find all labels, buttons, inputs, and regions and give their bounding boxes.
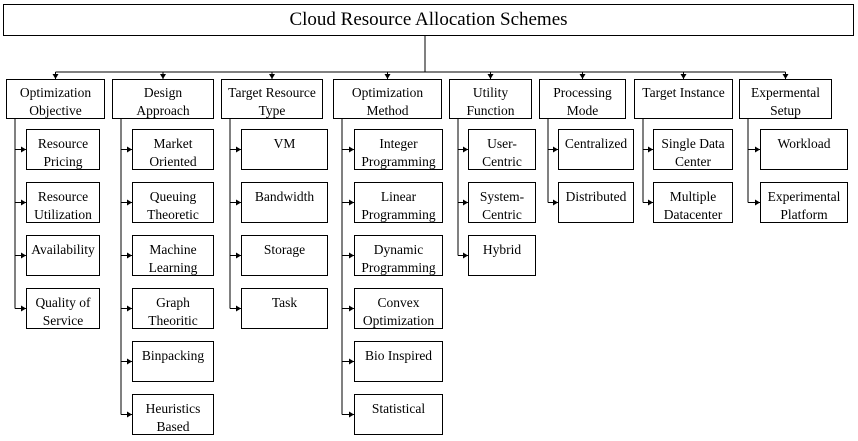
category-item: Availability xyxy=(26,235,100,276)
arrowhead-icon xyxy=(463,146,468,153)
category-item: Machine Learning xyxy=(132,235,214,276)
category-item: Bandwidth xyxy=(241,182,328,223)
category-header: Utility Function xyxy=(449,79,532,119)
category-header: Optimization Method xyxy=(333,79,442,119)
category-item: Centralized xyxy=(558,129,634,170)
arrowhead-icon xyxy=(463,252,468,259)
arrowhead-icon xyxy=(127,411,132,418)
arrowhead-icon xyxy=(755,146,760,153)
category-item: Bio Inspired xyxy=(354,341,443,382)
category-item: Resource Utilization xyxy=(26,182,100,223)
arrowhead-icon xyxy=(21,252,26,259)
category-item: Statistical xyxy=(354,394,443,435)
category-item: Experimental Platform xyxy=(760,182,848,223)
category-item: Queuing Theoretic xyxy=(132,182,214,223)
arrowhead-icon xyxy=(349,199,354,206)
arrowhead-icon xyxy=(553,199,558,206)
arrowhead-icon xyxy=(21,146,26,153)
arrowhead-icon xyxy=(236,146,241,153)
category-item: Binpacking xyxy=(132,341,214,382)
arrowhead-icon xyxy=(349,146,354,153)
arrowhead-icon xyxy=(127,199,132,206)
category-item: Single Data Center xyxy=(653,129,733,170)
category-header: Target Resource Type xyxy=(221,79,323,119)
category-item: Storage xyxy=(241,235,328,276)
arrowhead-icon xyxy=(52,74,59,79)
category-item: Dynamic Programming xyxy=(354,235,443,276)
arrowhead-icon xyxy=(127,305,132,312)
arrowhead-icon xyxy=(680,74,687,79)
arrowhead-icon xyxy=(236,305,241,312)
arrowhead-icon xyxy=(269,74,275,79)
category-header: Target Instance xyxy=(634,79,733,119)
category-item: Quality of Service xyxy=(26,288,100,329)
category-item: Hybrid xyxy=(468,235,536,276)
arrowhead-icon xyxy=(160,74,166,79)
arrowhead-icon xyxy=(553,146,558,153)
category-header: Design Approach xyxy=(112,79,214,119)
category-item: Linear Programming xyxy=(354,182,443,223)
arrowhead-icon xyxy=(236,199,241,206)
category-header: Expermental Setup xyxy=(739,79,832,119)
arrowhead-icon xyxy=(463,199,468,206)
arrowhead-icon xyxy=(648,146,653,153)
arrowhead-icon xyxy=(21,305,26,312)
arrowhead-icon xyxy=(487,74,494,79)
category-item: User-Centric xyxy=(468,129,536,170)
root-title: Cloud Resource Allocation Schemes xyxy=(3,4,854,36)
category-item: System-Centric xyxy=(468,182,536,223)
arrowhead-icon xyxy=(579,74,586,79)
category-item: Convex Optimization xyxy=(354,288,443,329)
category-item: Resource Pricing xyxy=(26,129,100,170)
arrowhead-icon xyxy=(127,146,132,153)
category-item: Workload xyxy=(760,129,848,170)
arrowhead-icon xyxy=(127,252,132,259)
category-item: Multiple Datacenter xyxy=(653,182,733,223)
category-item: Graph Theoritic xyxy=(132,288,214,329)
arrowhead-icon xyxy=(236,252,241,259)
category-item: Task xyxy=(241,288,328,329)
arrowhead-icon xyxy=(349,411,354,418)
category-header: Optimization Objective xyxy=(6,79,105,119)
category-item: Integer Programming xyxy=(354,129,443,170)
arrowhead-icon xyxy=(648,199,653,206)
arrowhead-icon xyxy=(782,74,789,79)
arrowhead-icon xyxy=(349,305,354,312)
arrowhead-icon xyxy=(21,199,26,206)
arrowhead-icon xyxy=(349,252,354,259)
category-item: VM xyxy=(241,129,328,170)
arrowhead-icon xyxy=(349,358,354,365)
arrowhead-icon xyxy=(127,358,132,365)
category-header: Processing Mode xyxy=(539,79,626,119)
arrowhead-icon xyxy=(384,74,391,79)
category-item: Heuristics Based xyxy=(132,394,214,435)
arrowhead-icon xyxy=(755,199,760,206)
category-item: Market Oriented xyxy=(132,129,214,170)
category-item: Distributed xyxy=(558,182,634,223)
